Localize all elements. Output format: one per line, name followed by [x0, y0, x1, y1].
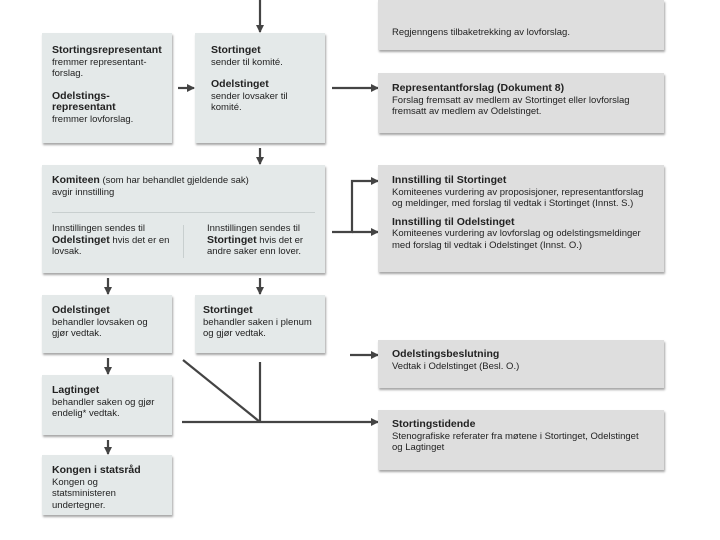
- box-title: Komiteen: [52, 174, 100, 186]
- box-text: behandler saken og gjør endelig* vedtak.: [52, 396, 155, 420]
- box-text: sender til komité.: [211, 56, 283, 68]
- right-note: Innstillingen sendes til Stortinget hvis…: [207, 223, 304, 257]
- box-title: Stortingsrepresentant: [52, 44, 162, 56]
- box-text: fremmer representant-forslag.: [52, 56, 147, 80]
- stortinget-box: Stortinget behandler saken i plenum og g…: [195, 295, 325, 353]
- box-title: Odelstings-representant: [52, 89, 116, 113]
- divider: [52, 212, 315, 213]
- box-text: Kongen og statsministeren undertegner.: [52, 476, 116, 511]
- odelstinget-box: Odelstinget behandler lovsaken og gjør v…: [42, 295, 172, 353]
- box-title: Innstilling til Odelstinget: [392, 215, 515, 228]
- box-text: Vedtak i Odelstinget (Besl. O.): [392, 360, 520, 372]
- box-text: Regjenngens tilbaketrekking av lovforsla…: [392, 27, 570, 38]
- representative-box: Stortingsrepresentant fremmer representa…: [42, 33, 172, 143]
- box-title: Representantforslag (Dokument 8): [392, 82, 565, 94]
- box-title: Odelstingsbeslutning: [392, 348, 500, 360]
- komiteen-box: Komiteen (som har behandlet gjeldende sa…: [42, 165, 325, 273]
- divider: [183, 225, 184, 258]
- dok8-box: Representantforslag (Dokument 8) Forslag…: [378, 73, 664, 133]
- box-title: Stortinget: [203, 304, 253, 316]
- box-title: Lagtinget: [52, 384, 100, 396]
- box-text: sender lovsaker til komité.: [211, 90, 288, 114]
- box-title: Stortingstidende: [392, 418, 476, 430]
- box-text: fremmer lovforslag.: [52, 113, 134, 125]
- box-title: Odelstinget: [211, 78, 269, 90]
- kongen-box: Kongen i statsråd Kongen og statsministe…: [42, 455, 172, 515]
- box-title: Innstilling til Stortinget: [392, 174, 507, 186]
- box-text: (som har behandlet gjeldende sak): [99, 175, 249, 186]
- box-text: Stenografiske referater fra møtene i Sto…: [392, 430, 639, 454]
- tidende-box: Stortingstidende Stenografiske referater…: [378, 410, 664, 470]
- beslutning-box: Odelstingsbeslutning Vedtak i Odelstinge…: [378, 340, 664, 388]
- box-text: Komiteenes vurdering av proposisjoner, r…: [392, 186, 644, 210]
- box-text: behandler saken i plenum og gjør vedtak.: [203, 316, 312, 340]
- left-note: Innstillingen sendes til Odelstinget hvi…: [52, 223, 170, 257]
- box-text: Komiteenes vurdering av lovforslag og od…: [392, 228, 641, 251]
- box-text: Forslag fremsatt av medlem av Stortinget…: [392, 94, 630, 118]
- box-title: Kongen i statsråd: [52, 464, 141, 476]
- withdrawal-box: Regjenngens tilbaketrekking av lovforsla…: [378, 0, 664, 50]
- box-title: Odelstinget: [52, 304, 110, 316]
- innstilling-box: Innstilling til Stortinget Komiteenes vu…: [378, 165, 664, 272]
- lagtinget-box: Lagtinget behandler saken og gjør endeli…: [42, 375, 172, 435]
- stortinget-send-box: Stortinget sender til komité. Odelstinge…: [195, 33, 325, 143]
- box-text: behandler lovsaken og gjør vedtak.: [52, 316, 148, 340]
- box-text: avgir innstilling: [52, 186, 115, 198]
- box-title: Stortinget: [211, 44, 261, 56]
